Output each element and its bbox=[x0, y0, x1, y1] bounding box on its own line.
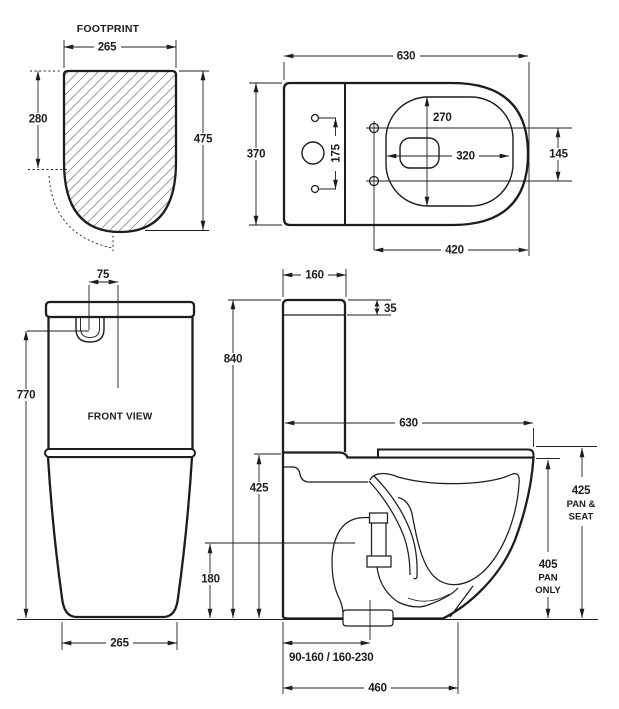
svg-text:405: 405 bbox=[539, 559, 558, 571]
svg-text:160: 160 bbox=[305, 270, 324, 282]
svg-text:90-160 / 160-230: 90-160 / 160-230 bbox=[289, 652, 373, 664]
button-recess-outer bbox=[75, 317, 105, 343]
inlet-hole bbox=[301, 141, 325, 165]
outlet-box bbox=[342, 609, 394, 627]
svg-text:ONLY: ONLY bbox=[535, 585, 561, 596]
dim-front-base-width: 265 bbox=[61, 622, 178, 650]
dim-top-overall-length: 630 bbox=[283, 50, 530, 256]
svg-text:425: 425 bbox=[572, 485, 591, 497]
button-recess-inner bbox=[80, 317, 100, 338]
trap-channel-outer bbox=[373, 475, 418, 580]
dim-side-pan-only-height: 405 PAN ONLY bbox=[535, 458, 561, 619]
svg-text:370: 370 bbox=[247, 149, 266, 161]
inlet-pipe-bottom-collar bbox=[366, 555, 392, 568]
foot-chamfer-line bbox=[449, 585, 474, 618]
seat-band-front bbox=[44, 448, 196, 458]
front-pan-outline bbox=[46, 455, 194, 619]
svg-text:145: 145 bbox=[549, 149, 568, 161]
svg-text:PAN: PAN bbox=[538, 573, 557, 584]
dim-side-setout: 90-160 / 160-230 bbox=[282, 622, 374, 694]
svg-text:770: 770 bbox=[17, 390, 36, 402]
dim-side-base-depth: 460 bbox=[282, 622, 459, 695]
dim-top-overall-width: 370 bbox=[243, 82, 282, 226]
footprint-outline bbox=[62, 69, 178, 234]
trap-channel-inner bbox=[368, 480, 411, 576]
svg-text:425: 425 bbox=[250, 483, 269, 495]
side-view: 160 35 840 630 425 bbox=[197, 269, 597, 695]
rim-ledge-line bbox=[284, 466, 368, 483]
cistern-lid-front bbox=[44, 300, 196, 319]
svg-text:460: 460 bbox=[368, 683, 387, 695]
svg-text:475: 475 bbox=[194, 134, 213, 146]
svg-text:75: 75 bbox=[97, 269, 110, 281]
svg-text:265: 265 bbox=[98, 42, 117, 54]
bowl-inner-rim bbox=[385, 96, 514, 207]
dim-footprint-width: 265 bbox=[63, 40, 177, 68]
dim-top-fixing-spacing: 145 bbox=[545, 127, 572, 182]
dim-front-button-height: 770 bbox=[13, 330, 89, 619]
dim-top-inlet-spacing: 175 bbox=[318, 117, 343, 190]
top-view: 175 630 370 270 bbox=[243, 50, 572, 257]
dim-front-button-offset: 75 bbox=[88, 269, 119, 388]
seat-fixing-hole-bottom bbox=[368, 175, 380, 187]
inlet-pipe bbox=[370, 520, 387, 562]
trap-body-outline bbox=[331, 516, 373, 614]
bowl-section-line bbox=[369, 472, 520, 586]
pan-outline bbox=[281, 451, 535, 620]
footprint-title: FOOTPRINT bbox=[77, 23, 140, 35]
inlet-pipe-top-collar bbox=[368, 512, 389, 524]
svg-text:280: 280 bbox=[29, 114, 48, 126]
dim-top-bowl-width: 270 bbox=[424, 96, 458, 207]
footprint-view: FOOTPRINT 265 280 475 bbox=[25, 23, 217, 251]
front-view-label: FRONT VIEW bbox=[88, 412, 153, 423]
dim-side-overall-height: 840 bbox=[220, 299, 281, 619]
dim-footprint-overall-depth: 475 bbox=[145, 70, 217, 231]
dim-top-bowl-length: 320 bbox=[386, 150, 510, 163]
dim-side-pan-seat-height: 425 PAN & SEAT bbox=[536, 446, 597, 619]
svg-text:840: 840 bbox=[224, 354, 243, 366]
seat-profile bbox=[377, 448, 535, 459]
seat-fixing-hole-top bbox=[368, 122, 380, 134]
svg-text:630: 630 bbox=[397, 51, 416, 63]
svg-text:35: 35 bbox=[384, 303, 397, 315]
svg-text:630: 630 bbox=[399, 418, 418, 430]
front-view: FRONT VIEW 75 770 265 bbox=[13, 269, 196, 650]
svg-text:175: 175 bbox=[331, 143, 343, 162]
cistern-outline bbox=[281, 298, 347, 453]
svg-text:265: 265 bbox=[110, 638, 129, 650]
top-view-outline bbox=[282, 81, 530, 227]
dim-top-fixing-to-front: 420 bbox=[373, 244, 529, 257]
svg-text:270: 270 bbox=[433, 112, 452, 124]
dim-side-outlet-height: 180 bbox=[197, 542, 355, 619]
svg-text:PAN &: PAN & bbox=[567, 499, 596, 510]
water-spot bbox=[399, 137, 440, 169]
dim-side-pan-height: 425 bbox=[246, 453, 281, 619]
svg-text:320: 320 bbox=[456, 151, 475, 163]
svg-text:SEAT: SEAT bbox=[569, 512, 594, 523]
dim-footprint-upper-depth: 280 bbox=[25, 70, 52, 169]
svg-text:180: 180 bbox=[201, 574, 220, 586]
dim-side-cistern-depth: 160 bbox=[282, 269, 347, 297]
sump-bottom-line bbox=[376, 566, 459, 608]
dim-side-lid-height: 35 bbox=[347, 299, 397, 316]
sump-inner-line bbox=[407, 593, 451, 602]
projection-dotted-arc bbox=[48, 175, 113, 249]
dim-side-overall-depth: 630 bbox=[284, 417, 534, 447]
svg-text:420: 420 bbox=[445, 245, 464, 257]
